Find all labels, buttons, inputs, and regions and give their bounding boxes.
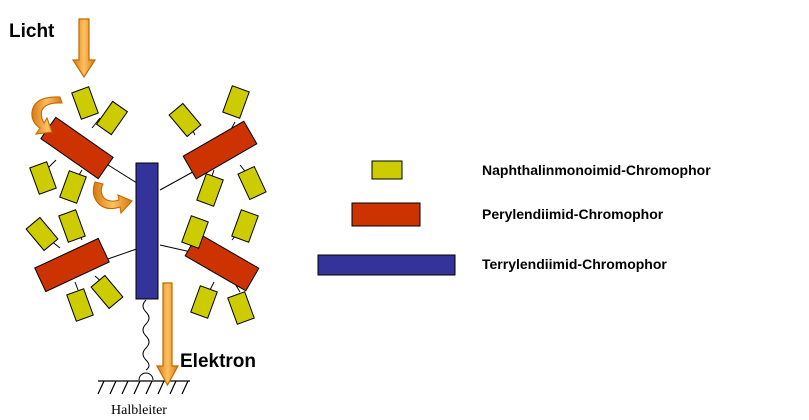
- legend-swatch-naphthalene: [371, 160, 403, 180]
- naphthalene-chromophore: [90, 274, 124, 310]
- terrylene-core: [135, 162, 159, 300]
- legend-label-naphthalene: Naphthalinmonoimid-Chromophor: [482, 162, 711, 178]
- naphthalene-chromophore: [190, 285, 218, 319]
- electron-arrow: [155, 282, 180, 387]
- energy-transfer-arrow: [92, 181, 133, 215]
- naphthalene-chromophore: [227, 291, 255, 325]
- semiconductor-label: Halbleiter: [111, 403, 167, 418]
- legend-label-perylene: Perylendiimid-Chromophor: [482, 206, 664, 222]
- perylene-chromophore: [34, 237, 110, 293]
- naphthalene-chromophore: [29, 161, 57, 195]
- naphthalene-chromophore: [168, 102, 202, 138]
- electron-label: Elektron: [180, 351, 256, 372]
- semiconductor-substrate: [97, 380, 190, 395]
- legend: Naphthalinmonoimid-Chromophor Perylendii…: [317, 160, 711, 276]
- naphthalene-chromophore: [58, 209, 86, 243]
- anchor-group: [138, 372, 154, 381]
- energy-transfer-arrow: [31, 96, 63, 135]
- legend-label-terrylene: Terrylendiimid-Chromophor: [482, 256, 667, 272]
- naphthalene-chromophore: [71, 86, 99, 120]
- legend-swatch-terrylene: [317, 254, 456, 276]
- perylene-group: [34, 116, 260, 293]
- naphthalene-chromophore: [25, 216, 59, 252]
- naphthalene-chromophore: [66, 288, 94, 322]
- naphthalene-chromophore: [95, 100, 129, 136]
- naphthalene-chromophore: [181, 215, 209, 249]
- naphthalene-chromophore: [231, 209, 259, 243]
- perylene-chromophore: [182, 120, 258, 180]
- naphthalene-chromophore: [59, 170, 87, 204]
- wavy-linker: [142, 299, 150, 371]
- naphthalene-chromophore: [237, 165, 267, 201]
- naphthalene-group: [25, 85, 267, 325]
- naphthalene-chromophore: [196, 173, 224, 207]
- light-label: Licht: [9, 21, 55, 42]
- legend-swatch-perylene: [351, 202, 421, 227]
- naphthalene-chromophore: [222, 85, 250, 119]
- light-arrow: [71, 18, 97, 79]
